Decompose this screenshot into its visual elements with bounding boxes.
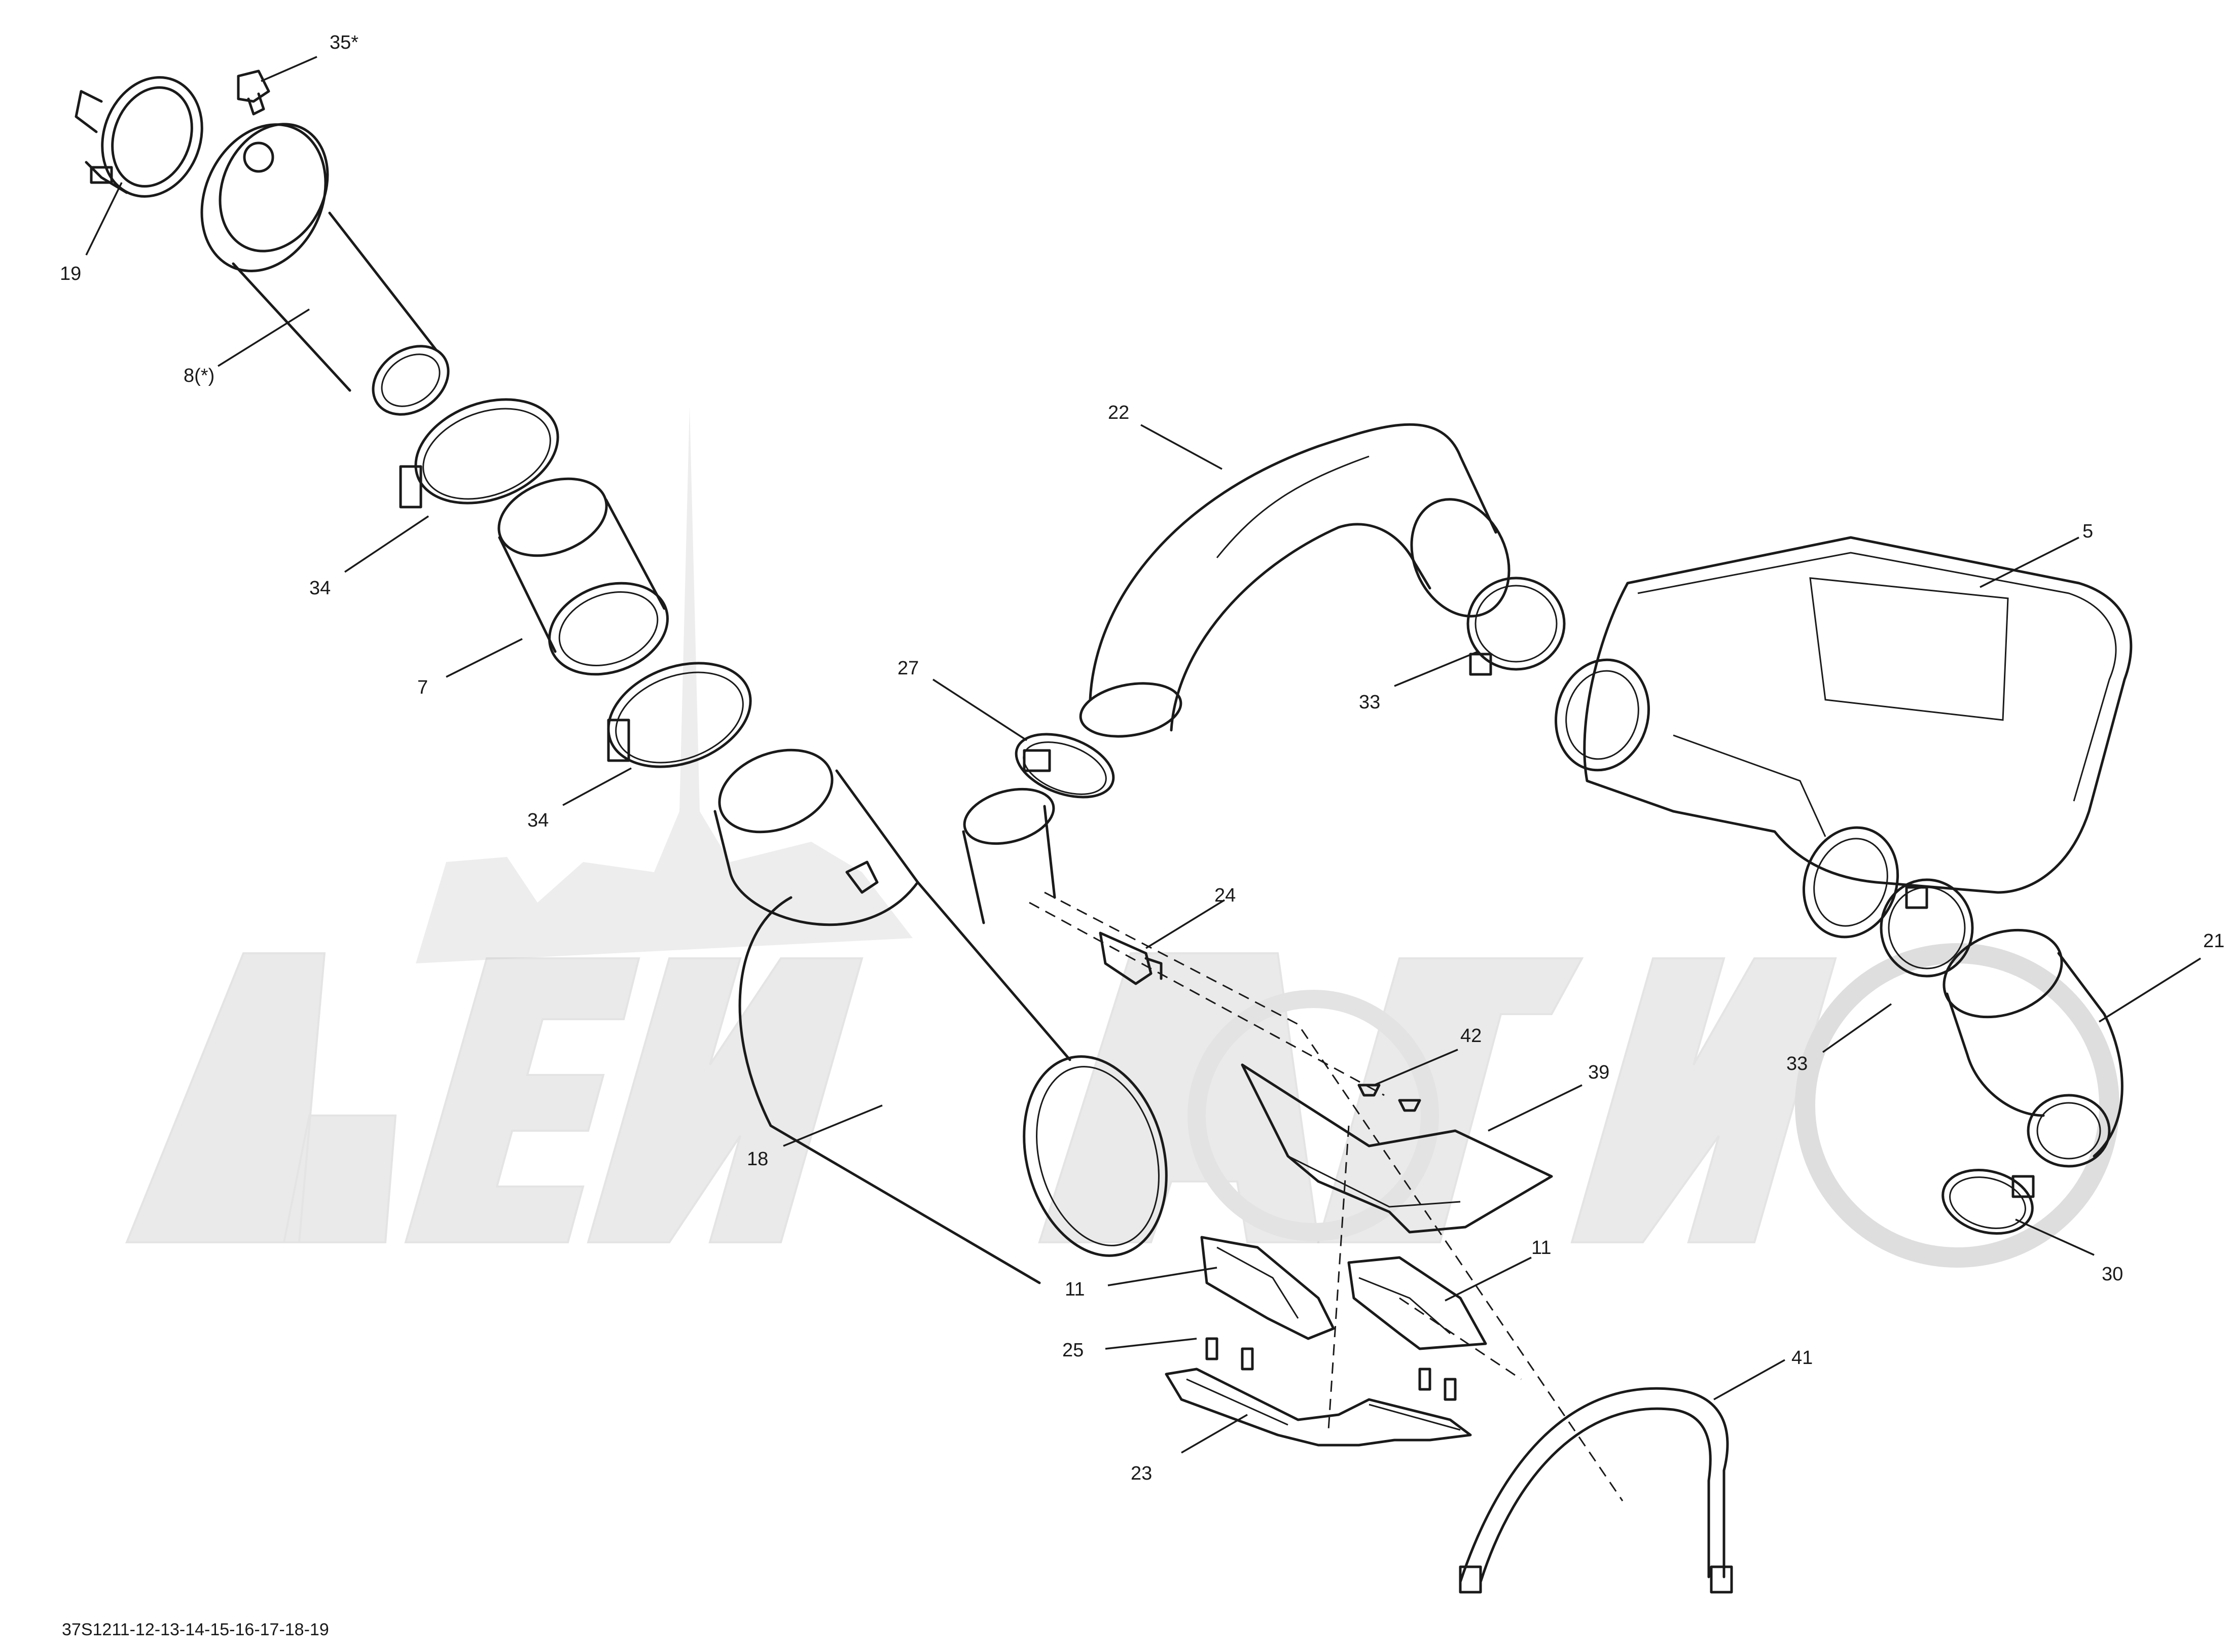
callout-25: 25 [1062, 1340, 1084, 1361]
callout-41: 41 [1791, 1347, 1813, 1369]
callout-33-lower: 33 [1786, 1053, 1808, 1074]
callout-11-right: 11 [1531, 1237, 1551, 1259]
sleeve-7 [497, 477, 669, 676]
assembly-lines [1029, 891, 1624, 1501]
callout-22: 22 [1108, 402, 1129, 423]
flanged-pipe-8 [200, 123, 450, 416]
clamp-34-lower [607, 662, 752, 768]
callout-33-upper: 33 [1359, 692, 1380, 713]
callout-27: 27 [897, 658, 919, 679]
bracket-11-right [1347, 1256, 1487, 1350]
sensor-24 [1099, 931, 1163, 985]
elbow-pipe-21 [1943, 928, 2124, 1168]
callout-18: 18 [747, 1148, 768, 1170]
v-band-clamp-19 [75, 76, 203, 198]
drawing-code: 37S1211-12-13-14-15-16-17-18-19 [62, 1620, 329, 1639]
muffler-18 [713, 748, 1168, 1284]
callout-23: 23 [1131, 1463, 1152, 1484]
callout-8: 8(*) [184, 365, 214, 386]
curved-pipe-22 [1079, 423, 1510, 738]
callout-39: 39 [1588, 1062, 1609, 1083]
heat-shield-39 [1241, 1063, 1553, 1234]
clamp-27 [1015, 733, 1115, 799]
callout-30: 30 [2102, 1264, 2123, 1285]
bolt-25 [1205, 1337, 1457, 1401]
callout-34-upper: 34 [309, 578, 331, 599]
callout-42: 42 [1460, 1025, 1482, 1047]
callout-21: 21 [2203, 930, 2224, 952]
watermark [125, 406, 2119, 1268]
callout-7: 7 [417, 677, 428, 698]
callout-19: 19 [60, 263, 81, 284]
callout-34-lower: 34 [527, 810, 549, 831]
callout-35: 35* [330, 32, 358, 53]
guard-plate-23 [1165, 1368, 1472, 1447]
bracket-11-left [1200, 1236, 1335, 1340]
callout-5: 5 [2082, 521, 2093, 542]
fitting-35 [237, 69, 270, 116]
callout-24: 24 [1214, 885, 1236, 906]
clamp-30 [1941, 1169, 2035, 1235]
fastener-42 [1357, 1084, 1421, 1112]
silencer-box-5 [1555, 536, 2133, 939]
clamp-33-upper [1466, 577, 1566, 676]
clamp-34-upper [399, 398, 559, 509]
callout-labels: 35* 19 8(*) 34 7 34 22 27 33 5 24 21 33 … [60, 32, 2224, 1484]
leader-lines [85, 56, 2201, 1454]
callout-11-left: 11 [1065, 1279, 1085, 1300]
strap-41 [1459, 1387, 1733, 1594]
